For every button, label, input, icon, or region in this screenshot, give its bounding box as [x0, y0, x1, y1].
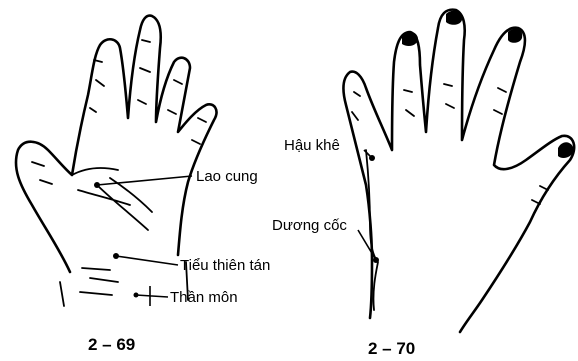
lao-cung-label: Lao cung	[196, 168, 258, 185]
hau-khe-label: Hậu khê	[284, 137, 340, 154]
figure-2-69-caption: 2 – 69	[88, 335, 135, 354]
index-nail	[402, 32, 418, 46]
than-mon-cross-marker	[136, 286, 168, 306]
back-hand-outline	[343, 10, 574, 332]
duong-coc-leader	[358, 230, 376, 260]
hau-khe-leader	[364, 150, 372, 158]
palm-creases	[72, 168, 152, 230]
figure-2-70-caption: 2 – 70	[368, 339, 415, 358]
duong-coc-label: Dương cốc	[272, 217, 347, 234]
ring-nail	[508, 29, 522, 43]
palm-hand-figure: Lao cung Tiểu thiên tán Thần môn 2 – 69	[16, 16, 270, 354]
back-hand-details	[352, 84, 548, 204]
tieu-thien-tan-label: Tiểu thiên tán	[180, 257, 270, 274]
wrist-creases	[60, 262, 188, 306]
back-hand-figure: Hậu khê Dương cốc 2 – 70	[272, 10, 574, 358]
lao-cung-leader	[97, 176, 192, 185]
than-mon-label: Thần môn	[170, 289, 238, 306]
tieu-thien-tan-leader	[116, 256, 178, 265]
palm-hand-outline	[16, 16, 216, 272]
